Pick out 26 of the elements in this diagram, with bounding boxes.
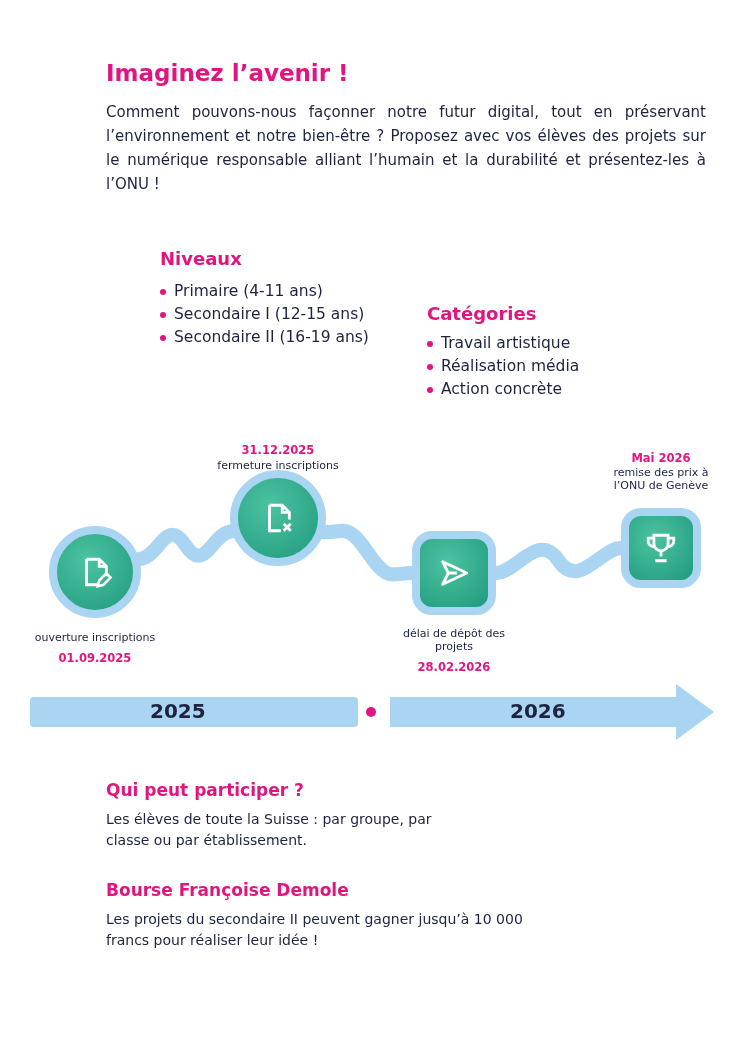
list-item: Réalisation média xyxy=(427,357,580,375)
milestone-label: remise des prix à l’ONU de Genève xyxy=(612,466,710,492)
list-item: Secondaire II (16-19 ans) xyxy=(160,328,369,346)
date-label: Mai 2026 xyxy=(630,452,692,465)
milestone-label: fermeture inscriptions xyxy=(216,459,340,472)
milestone-tile xyxy=(621,508,701,588)
date-label: 01.09.2025 xyxy=(57,652,133,665)
list-item: Action concrète xyxy=(427,380,562,398)
list-item: Travail artistique xyxy=(427,334,571,352)
section-heading: Catégories xyxy=(427,303,537,324)
milestone-label: délai de dépôt des projets xyxy=(401,627,507,653)
body-text: Les élèves de toute la Suisse : par groupe, par classe ou par établissement. xyxy=(106,810,433,850)
body-text: Les projets du secondaire II peuvent gagner jusqu’à 10 000 francs pour réaliser leur idée ! xyxy=(106,910,524,950)
section-heading: Qui peut participer ? xyxy=(106,780,304,800)
date-label: 31.12.2025 xyxy=(240,444,316,457)
title: Imaginez l’avenir ! xyxy=(106,60,349,86)
year-label: 2026 xyxy=(510,699,566,723)
section-heading: Bourse Françoise Demole xyxy=(106,880,349,900)
milestone-label: ouverture inscriptions xyxy=(33,631,157,644)
list-item: Primaire (4-11 ans) xyxy=(160,282,323,300)
list-item: Secondaire I (12-15 ans) xyxy=(160,305,365,323)
year-label: 2025 xyxy=(150,699,206,723)
section-heading: Niveaux xyxy=(160,248,242,269)
milestone-tile xyxy=(412,531,496,615)
intro-paragraph: Comment pouvons-nous façonner notre futur digital, tout en préservant l’environnement et notre bien-être ? Proposez avec vos élèves des projets sur le numérique responsable alliant l’humain et la durabilité et présentez-les à l’ONU ! xyxy=(106,102,706,195)
date-label: 28.02.2026 xyxy=(416,661,492,674)
